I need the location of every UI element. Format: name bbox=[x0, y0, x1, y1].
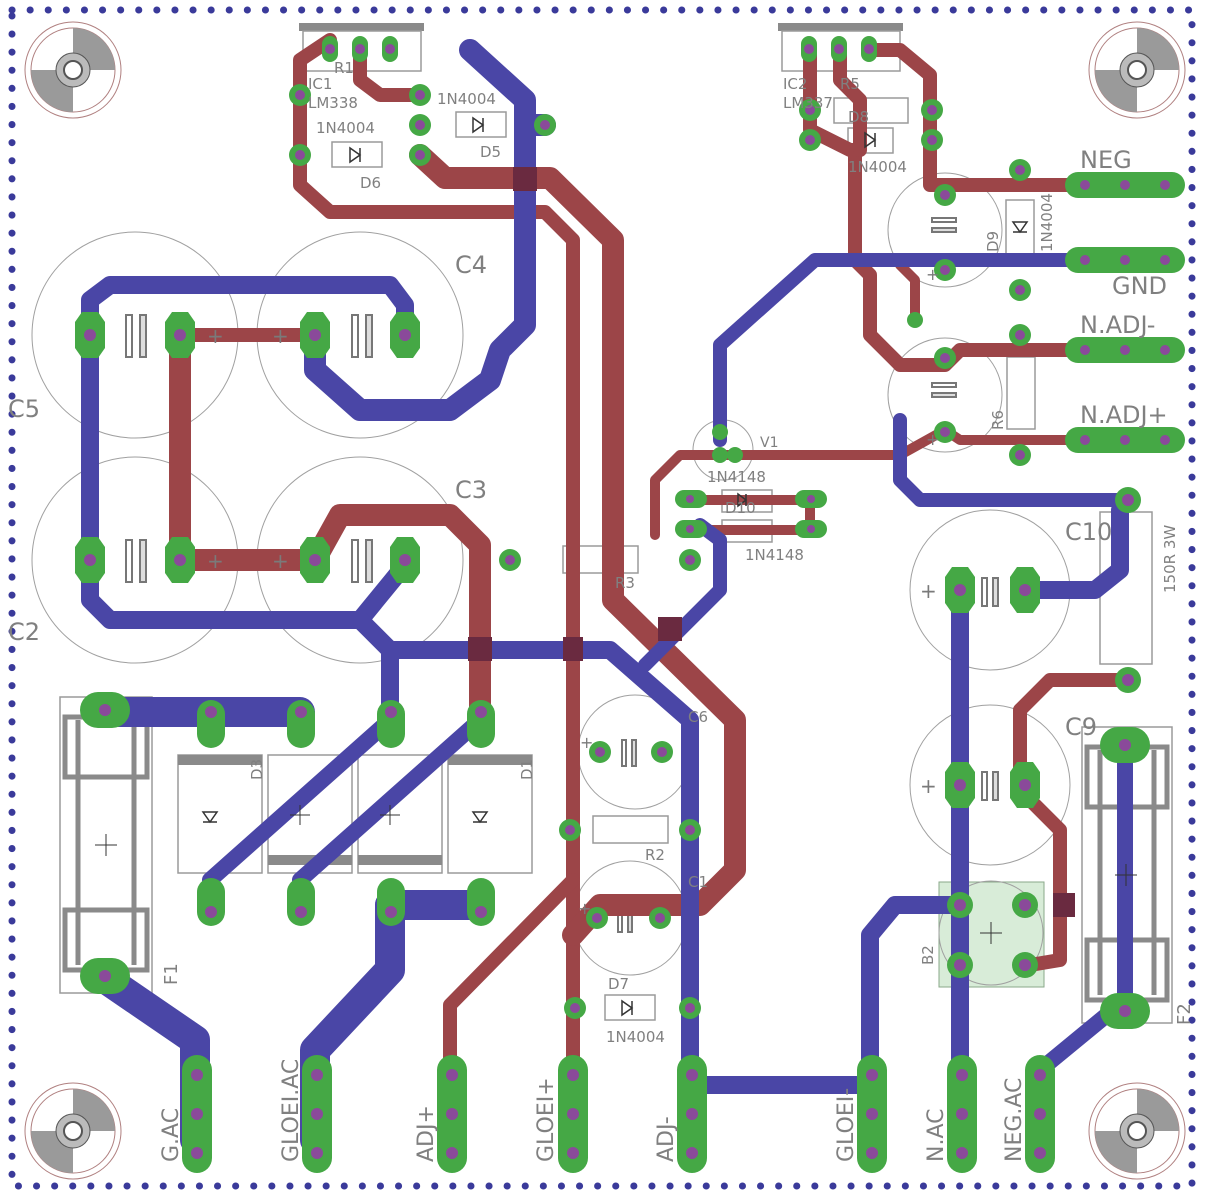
label-c2: C2 bbox=[8, 618, 40, 646]
terminal-label-n-ac: N.AC bbox=[924, 1109, 949, 1162]
terminal-labels-right: NEG GND N.ADJ- N.ADJ+ bbox=[1080, 146, 1168, 429]
label-d6-part: 1N4004 bbox=[316, 119, 375, 137]
label-c10: C10 bbox=[1065, 518, 1112, 546]
terminal-label-neg-ac: NEG.AC bbox=[1002, 1078, 1027, 1162]
terminal-label-nadj-plus: N.ADJ+ bbox=[1080, 401, 1168, 429]
label-ic2: IC2 bbox=[783, 75, 807, 93]
origin-marks bbox=[95, 805, 1137, 944]
label-c1: C1 bbox=[688, 873, 708, 891]
label-c6: C6 bbox=[688, 708, 708, 726]
svg-text:+: + bbox=[272, 549, 289, 573]
label-r2: R2 bbox=[645, 846, 665, 864]
label-d4-part: 1N4148 bbox=[707, 468, 766, 486]
label-ic1-part: LM338 bbox=[308, 94, 358, 112]
svg-text:+: + bbox=[920, 774, 937, 798]
component-labels: C4 C5 C3 C2 C10 C9 C6 C1 1N4004 D6 1N400… bbox=[8, 59, 1195, 1046]
label-c3: C3 bbox=[455, 476, 487, 504]
svg-text:+: + bbox=[207, 549, 224, 573]
svg-text:+: + bbox=[926, 265, 939, 284]
terminal-label-nadj-minus: N.ADJ- bbox=[1080, 311, 1155, 339]
terminal-labels-bottom: G.AC GLOEI.AC ADJ+ GLOEI+ ADJ- GLOEI- N.… bbox=[159, 1059, 1027, 1162]
label-d1: D1 bbox=[518, 759, 536, 780]
board-outline bbox=[8, 6, 1196, 1190]
pads bbox=[75, 36, 1185, 1173]
label-d5: D5 bbox=[480, 143, 501, 161]
label-r6: R6 bbox=[989, 410, 1007, 430]
label-d8: D8 bbox=[848, 108, 869, 126]
label-c9: C9 bbox=[1065, 713, 1097, 741]
terminal-label-gnd: GND bbox=[1112, 272, 1167, 300]
label-d10: D10 bbox=[725, 499, 756, 517]
label-r3: R3 bbox=[615, 574, 635, 592]
label-power-resistor: 150R 3W bbox=[1161, 525, 1179, 593]
label-d8-part: 1N4004 bbox=[848, 158, 907, 176]
label-ic1: IC1 bbox=[308, 75, 332, 93]
polarity-marks: + + + + + + + + + + bbox=[207, 265, 939, 918]
mounting-hole-top-left bbox=[24, 21, 122, 119]
mounting-hole-bottom-left bbox=[24, 1082, 122, 1180]
terminal-label-gloei-plus: GLOEI+ bbox=[534, 1077, 559, 1162]
label-b2: B2 bbox=[919, 945, 937, 965]
terminal-label-g-ac: G.AC bbox=[159, 1108, 184, 1162]
svg-text:+: + bbox=[920, 579, 937, 603]
label-r1: R1 bbox=[334, 59, 354, 77]
terminal-label-gloei-minus: GLOEI- bbox=[834, 1088, 859, 1162]
label-c5: C5 bbox=[8, 395, 40, 423]
svg-text:+: + bbox=[272, 324, 289, 348]
label-d11-part: 1N4148 bbox=[745, 546, 804, 564]
label-f2: F2 bbox=[1174, 1003, 1195, 1025]
label-d7-part: 1N4004 bbox=[606, 1028, 665, 1046]
terminal-label-adj-minus: ADJ- bbox=[654, 1116, 679, 1162]
label-d6: D6 bbox=[360, 174, 381, 192]
label-d9: D9 bbox=[984, 231, 1002, 252]
label-c4: C4 bbox=[455, 251, 487, 279]
drill-holes bbox=[84, 44, 1170, 1159]
svg-text:+: + bbox=[926, 430, 939, 449]
mounting-hole-top-right bbox=[1088, 21, 1186, 119]
terminal-label-gloei-ac: GLOEI.AC bbox=[279, 1059, 304, 1162]
mounting-hole-bottom-right bbox=[1088, 1082, 1186, 1180]
label-d3: D3 bbox=[248, 759, 266, 780]
terminal-label-neg: NEG bbox=[1080, 146, 1132, 174]
svg-text:+: + bbox=[580, 733, 593, 752]
diode-symbols bbox=[201, 116, 1029, 1017]
label-d9-part: 1N4004 bbox=[1038, 193, 1056, 252]
label-d5-part: 1N4004 bbox=[437, 90, 496, 108]
terminal-label-adj-plus: ADJ+ bbox=[414, 1105, 439, 1162]
label-r5: R5 bbox=[840, 75, 860, 93]
bottom-copper-traces bbox=[81, 39, 1177, 1155]
label-f1: F1 bbox=[161, 963, 182, 985]
label-ic2-part: LM337 bbox=[783, 94, 833, 112]
label-d7: D7 bbox=[608, 975, 629, 993]
label-v1: V1 bbox=[760, 435, 778, 451]
layer-crossings bbox=[468, 167, 1075, 917]
svg-text:+: + bbox=[207, 324, 224, 348]
svg-text:+: + bbox=[578, 899, 591, 918]
